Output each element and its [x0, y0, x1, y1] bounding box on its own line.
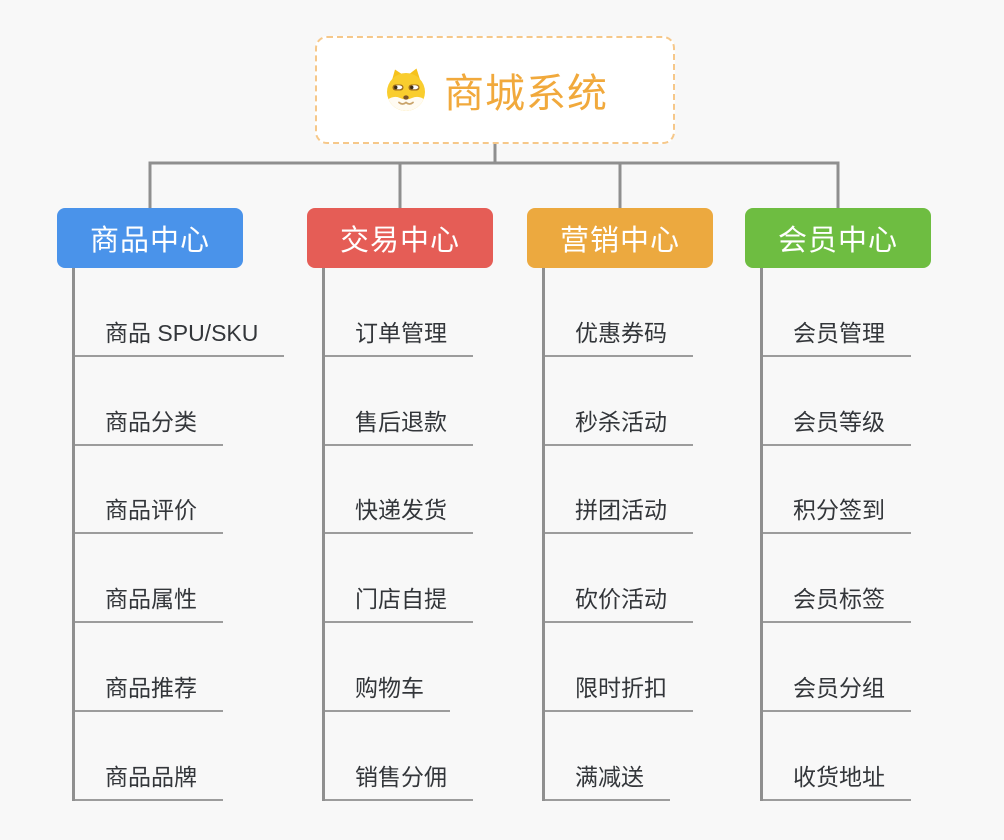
- topic-item[interactable]: 满减送: [545, 712, 670, 801]
- branch-items-member-center: 会员管理 会员等级 积分签到 会员标签 会员分组 收货地址: [760, 268, 911, 801]
- root-node[interactable]: 商城系统: [315, 36, 675, 144]
- topic-item[interactable]: 砍价活动: [545, 534, 693, 624]
- topic-item[interactable]: 售后退款: [325, 357, 473, 446]
- branch-label: 营销中心: [559, 225, 680, 257]
- topic-item[interactable]: 购物车: [325, 623, 450, 713]
- branch-label: 商品中心: [89, 225, 210, 257]
- topic-item[interactable]: 商品属性: [75, 534, 223, 624]
- topic-item[interactable]: 订单管理: [325, 268, 473, 357]
- topic-item[interactable]: 会员管理: [763, 268, 911, 357]
- branch-header-trade-center[interactable]: 交易中心: [307, 208, 493, 268]
- branch-label: 会员中心: [777, 225, 898, 257]
- topic-item[interactable]: 商品品牌: [75, 712, 223, 801]
- dog-icon: [387, 68, 425, 111]
- topic-item[interactable]: 拼团活动: [545, 446, 693, 535]
- topic-item[interactable]: 秒杀活动: [545, 357, 693, 446]
- branch-items-marketing-center: 优惠券码 秒杀活动 拼团活动 砍价活动 限时折扣 满减送: [542, 268, 693, 801]
- topic-item[interactable]: 门店自提: [325, 534, 473, 624]
- topic-item[interactable]: 限时折扣: [545, 623, 693, 713]
- topic-item[interactable]: 积分签到: [763, 446, 911, 535]
- branch-items-trade-center: 订单管理 售后退款 快递发货 门店自提 购物车 销售分佣: [322, 268, 473, 801]
- branch-header-product-center[interactable]: 商品中心: [57, 208, 243, 268]
- topic-item[interactable]: 商品分类: [75, 357, 223, 446]
- root-title: 商城系统: [444, 72, 608, 116]
- topic-item[interactable]: 商品 SPU/SKU: [75, 268, 285, 357]
- topic-item[interactable]: 销售分佣: [325, 712, 473, 801]
- topic-item[interactable]: 快递发货: [325, 446, 473, 535]
- topic-item[interactable]: 收货地址: [763, 712, 911, 801]
- branch-header-member-center[interactable]: 会员中心: [745, 208, 931, 268]
- branch-header-marketing-center[interactable]: 营销中心: [527, 208, 713, 268]
- topic-item[interactable]: 商品评价: [75, 446, 223, 535]
- topic-item[interactable]: 会员等级: [763, 357, 911, 446]
- topic-item[interactable]: 优惠券码: [545, 268, 693, 357]
- branch-items-product-center: 商品 SPU/SKU 商品分类 商品评价 商品属性 商品推荐 商品品牌: [72, 268, 285, 801]
- topic-item[interactable]: 会员标签: [763, 534, 911, 624]
- topic-item[interactable]: 商品推荐: [75, 623, 223, 713]
- topic-item[interactable]: 会员分组: [763, 623, 911, 713]
- branch-label: 交易中心: [339, 225, 460, 257]
